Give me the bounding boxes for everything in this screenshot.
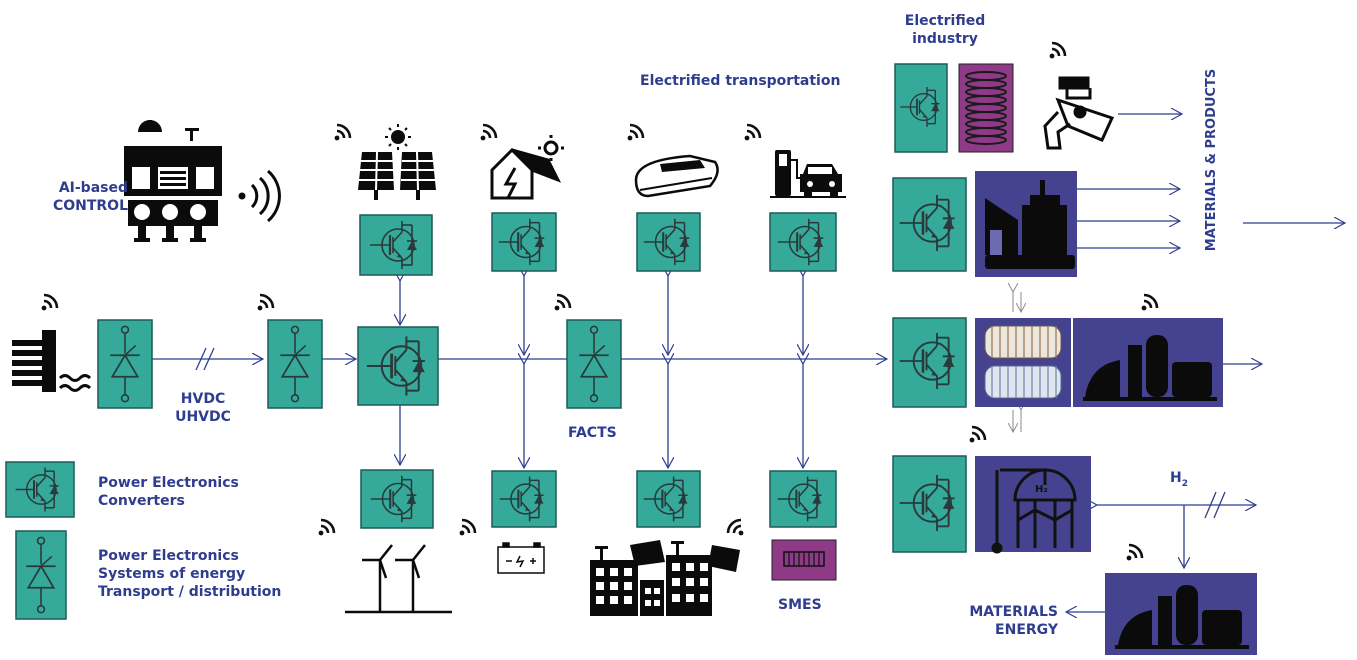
wifi-icon <box>333 123 352 142</box>
smes-icon <box>771 539 837 581</box>
igbt-converter <box>892 455 967 553</box>
h2-label: H2 <box>1170 470 1188 489</box>
connections <box>152 114 1345 612</box>
legend-thyristor-swatch <box>15 530 67 620</box>
materials-products-label: MATERIALS & PRODUCTS <box>1204 68 1219 252</box>
wifi-icon <box>458 518 477 537</box>
exchange-arrows <box>1013 292 1021 432</box>
ev-charging-icon <box>770 150 846 198</box>
control-center-icon <box>124 120 222 242</box>
hydrogen-tank-icon: H₂ <box>975 456 1091 554</box>
thyristor-converter <box>97 319 153 409</box>
industrial-plant-icon <box>1105 573 1257 655</box>
igbt-converter <box>892 317 967 408</box>
break-mark <box>195 347 207 371</box>
electrolyzer-icon <box>975 318 1071 407</box>
electrified-transportation-label: Electrified transportation <box>640 73 841 89</box>
igbt-converter <box>357 326 439 406</box>
smes-label: SMES <box>778 597 822 613</box>
smart-buildings-icon <box>590 540 740 616</box>
wifi-icon <box>968 425 987 444</box>
robot-arm-icon <box>1043 76 1115 150</box>
igbt-converter <box>769 212 837 272</box>
coil-icon <box>958 63 1014 153</box>
break-mark <box>1213 491 1226 519</box>
igbt-converter <box>636 470 701 528</box>
igbt-converter <box>636 212 701 272</box>
igbt-converter <box>491 212 557 272</box>
igbt-converter <box>892 177 967 272</box>
wind-turbine-icon <box>345 544 452 614</box>
factory-icon <box>975 171 1077 277</box>
train-icon <box>634 154 719 198</box>
wifi-icon <box>40 293 59 312</box>
battery-icon <box>497 542 545 574</box>
wifi-icon <box>1125 543 1144 562</box>
facts-label: FACTS <box>568 425 617 441</box>
wifi-icon <box>743 123 762 142</box>
legend-igbt-swatch <box>5 461 75 518</box>
tank-h2-label: H₂ <box>1035 484 1048 495</box>
solar-house-icon <box>490 135 564 200</box>
facts-converter <box>566 319 622 409</box>
converters <box>5 63 967 620</box>
wifi-icon <box>553 293 572 312</box>
break-mark <box>203 347 215 371</box>
broadcast-icon <box>238 169 281 223</box>
igbt-converter <box>491 470 557 528</box>
industrial-plant-icon <box>1073 318 1223 407</box>
igbt-converter <box>360 469 434 529</box>
igbt-converter <box>894 63 948 153</box>
thyristor-converter <box>267 319 323 409</box>
wifi-icon <box>1048 41 1067 60</box>
wifi-icon <box>1140 293 1159 312</box>
hydro-dam-icon <box>12 330 92 392</box>
wifi-icon <box>626 123 645 142</box>
break-mark <box>1204 491 1217 519</box>
igbt-converter <box>769 470 837 528</box>
wifi-icon <box>479 123 498 142</box>
wifi-icon <box>317 518 336 537</box>
wifi-icon <box>256 293 275 312</box>
igbt-converter <box>359 214 433 276</box>
solar-panel-icon <box>358 124 436 200</box>
wifi-icon <box>726 518 745 537</box>
